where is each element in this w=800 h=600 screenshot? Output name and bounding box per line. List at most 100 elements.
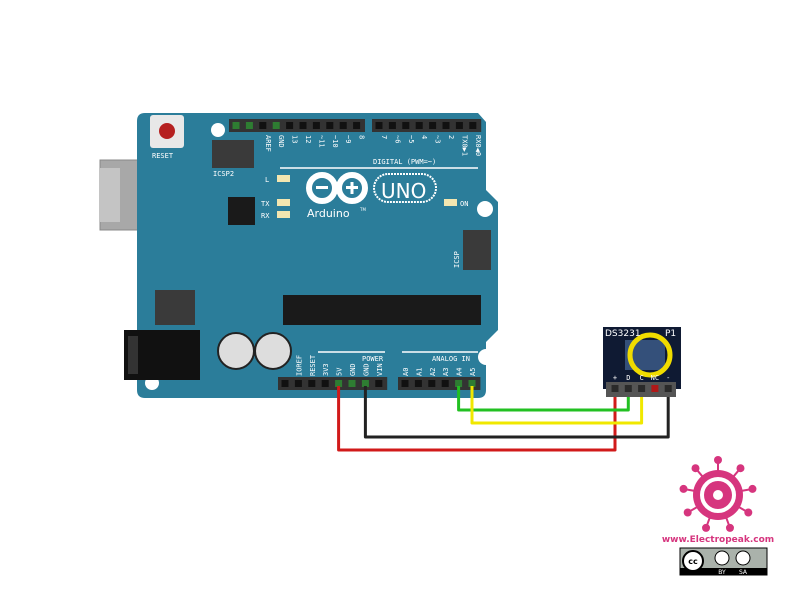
digital_pins_b-header [372,119,482,132]
header-pin[interactable] [455,380,463,387]
analog_pins-header [398,377,481,390]
pin-label: ~3 [434,135,442,143]
header-pin[interactable] [402,122,410,129]
header-pin[interactable] [294,380,302,387]
header-pin[interactable] [245,122,253,129]
pin-label: GND [362,363,370,376]
module-pin-label: C [639,374,643,382]
pin-label: A2 [429,368,437,376]
header-pin[interactable] [321,380,329,387]
arduino-logo [306,172,437,204]
pin-label: ~6 [393,135,401,143]
led-on [444,199,457,206]
led-on-label: ON [460,200,468,208]
header-pin[interactable] [414,380,422,387]
pin-label: GND [349,363,357,376]
by-text: BY [718,569,726,576]
pin-label: GND [277,135,285,148]
header-pin[interactable] [281,380,289,387]
sa-text: SA [739,569,748,576]
header-pin[interactable] [326,122,334,129]
model-label: UNO [381,179,426,203]
analog-label: ANALOG IN [432,355,470,363]
icsp-label: ICSP [453,251,461,268]
pin-label: A4 [456,368,464,376]
pin-label: ~5 [407,135,415,143]
header-pin[interactable] [339,122,347,129]
header-pin[interactable] [259,122,267,129]
arduino-board [137,113,498,398]
led-l-label: L [265,176,269,184]
header-pin[interactable] [375,380,383,387]
pin-label: 5V [336,367,344,376]
module-pin-label: D [626,374,630,382]
module-pin[interactable] [651,385,659,392]
pin-label: 3V3 [322,363,330,376]
led-tx [277,199,290,206]
module-pin-label: - [666,374,670,382]
wire-gnd-to-gnd[interactable] [363,386,670,439]
led-rx-label: RX [261,212,270,220]
pin-label: 8 [358,135,366,139]
module-pin[interactable] [664,385,672,392]
header-pin[interactable] [335,380,343,387]
header-pin[interactable] [272,122,280,129]
module-pin[interactable] [611,385,619,392]
pin-label: AREF [264,135,272,152]
header-pin[interactable] [441,380,449,387]
header-pin[interactable] [348,380,356,387]
header-pin[interactable] [455,122,463,129]
tm-mark: TM [359,207,366,212]
led-rx [277,211,290,218]
pin-label: IOREF [295,355,303,376]
header-pin[interactable] [429,122,437,129]
header-pin[interactable] [442,122,450,129]
pin-label: RX0◀0 [474,135,482,156]
electropeak-logo [679,456,757,532]
header-pin[interactable] [388,122,396,129]
led-l [277,175,290,182]
header-pin[interactable] [361,380,369,387]
pin-label: ~9 [344,135,352,143]
power_pins-header [278,377,388,390]
header-pin[interactable] [286,122,294,129]
voltage-regulator [155,290,195,325]
atmega-chip [283,295,481,325]
pin-label: A5 [469,368,477,376]
header-pin[interactable] [353,122,361,129]
pin-label: 12 [304,135,312,143]
module-pin-label: + [613,374,617,382]
header-pin[interactable] [375,122,383,129]
header-pin[interactable] [308,380,316,387]
wire-5v-to-vcc[interactable] [337,386,617,452]
icsp2-header [212,140,254,168]
pin-label: A1 [415,368,423,376]
power-label: POWER [362,355,384,363]
module-pin[interactable] [624,385,632,392]
pin-label: 4 [420,135,428,139]
wire-a5-to-c[interactable] [470,386,644,425]
header-pin[interactable] [232,122,240,129]
cc-text: cc [688,557,698,566]
module-pin[interactable] [638,385,646,392]
header-pin[interactable] [401,380,409,387]
capacitor [254,332,292,370]
wire-a4-to-d[interactable] [457,386,630,412]
led-tx-label: TX [261,200,270,208]
icsp2-label: ICSP2 [213,170,234,178]
pin-label: 13 [291,135,299,143]
website-text: www.Electropeak.com [662,535,774,545]
pin-label: A3 [442,368,450,376]
header-pin[interactable] [469,122,477,129]
module-pin-label: NC [651,374,659,382]
header-pin[interactable] [415,122,423,129]
pin-label: RESET [309,354,317,376]
header-pin[interactable] [299,122,307,129]
header-pin[interactable] [428,380,436,387]
header-pin[interactable] [312,122,320,129]
header-pin[interactable] [468,380,476,387]
icsp-header [463,230,491,270]
pin-label: A0 [402,368,410,376]
